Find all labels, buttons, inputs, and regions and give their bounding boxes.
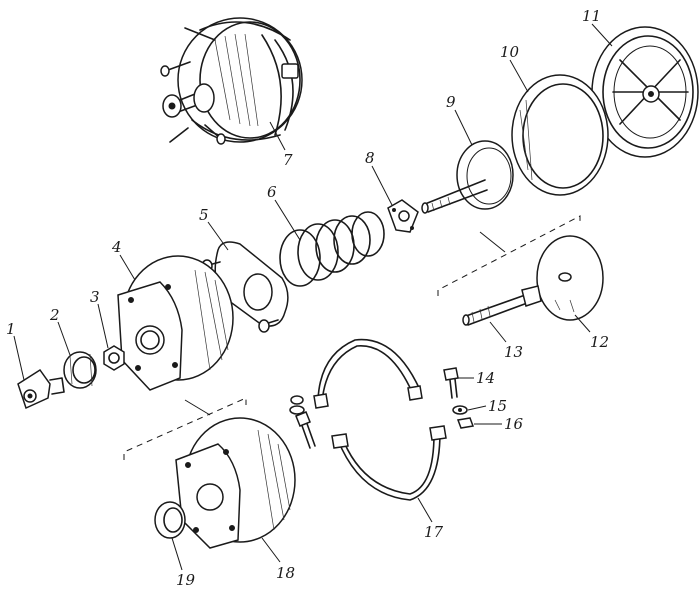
label-12: 12 <box>590 333 609 351</box>
left-bolt-set <box>289 395 316 449</box>
part-13-bolt <box>462 285 542 326</box>
label-13: 13 <box>504 343 523 361</box>
label-6: 6 <box>267 183 277 201</box>
assembly-bracket-4-18 <box>123 397 247 460</box>
label-4: 4 <box>111 238 122 256</box>
label-2: 2 <box>49 306 60 324</box>
part-8-small-plate <box>387 199 419 233</box>
label-8: 8 <box>365 149 375 167</box>
part-3-nut <box>103 345 125 371</box>
part-1-fork <box>17 368 65 410</box>
part-4-front-housing <box>117 255 234 391</box>
label-10: 10 <box>500 43 520 61</box>
part-14-bolt <box>443 367 459 399</box>
label-16: 16 <box>504 415 524 433</box>
part-labels: 1 2 3 4 5 6 7 8 9 10 11 12 13 14 15 16 1… <box>6 7 609 589</box>
leader-lines <box>13 23 613 571</box>
part-11-housing-disc <box>591 26 699 158</box>
part-15-washer <box>452 405 468 415</box>
part-9-pushrod-plate <box>421 140 514 214</box>
label-18: 18 <box>276 564 295 582</box>
part-18-rear-housing <box>175 417 296 549</box>
label-17: 17 <box>424 523 444 541</box>
part-17-clamp-band <box>313 338 447 501</box>
part-16-nut <box>456 417 475 429</box>
label-11: 11 <box>582 7 601 25</box>
label-14: 14 <box>476 369 495 387</box>
part-12-disc <box>536 235 604 321</box>
label-15: 15 <box>488 397 507 415</box>
part-2-sleeve <box>63 351 97 389</box>
label-1: 1 <box>6 320 16 338</box>
assembly-bracket-9-12-13 <box>437 215 581 296</box>
part-7-assembled-chamber <box>160 17 303 145</box>
label-3: 3 <box>90 288 100 306</box>
part-6-spring <box>279 211 385 287</box>
label-9: 9 <box>446 93 456 111</box>
part-19-bushing <box>154 501 186 539</box>
part-10-ring <box>511 74 609 196</box>
label-7: 7 <box>283 151 293 169</box>
label-5: 5 <box>199 206 209 224</box>
label-19: 19 <box>176 571 196 589</box>
